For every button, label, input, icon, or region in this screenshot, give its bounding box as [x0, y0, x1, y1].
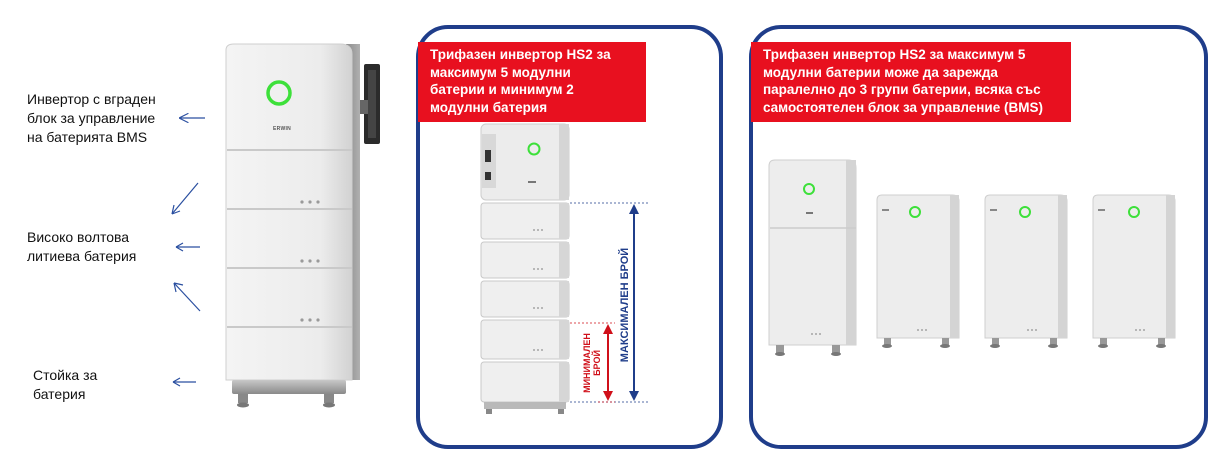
- hybrid-system-large: [225, 43, 380, 408]
- min-count-indicator: [570, 322, 615, 403]
- banner-single-group: Трифазен инвертор HS2 за максимум 5 моду…: [418, 42, 646, 122]
- label-inverter: Инвертор с вграден блок за управление на…: [27, 91, 156, 145]
- status-ring-icon: [1128, 206, 1140, 218]
- battery-group-3: [1092, 194, 1176, 348]
- arrow-battery-up: [171, 182, 199, 215]
- banner-parallel-groups: Трифазен инвертор HS2 за максимум 5 моду…: [751, 42, 1071, 122]
- battery-group-1: [876, 194, 960, 348]
- arrow-battery-down: [173, 282, 201, 312]
- inverter-unit: [768, 159, 857, 356]
- status-ring-icon: [909, 206, 921, 218]
- status-ring-icon: [527, 142, 541, 156]
- status-ring-icon: [1019, 206, 1031, 218]
- battery-group-2: [984, 194, 1068, 348]
- brand-logo: ERWIN: [273, 126, 292, 132]
- hybrid-system-stack: [480, 123, 570, 414]
- status-ring-icon: [266, 80, 292, 106]
- label-stand: Стойка за батерия: [33, 367, 98, 402]
- status-ring-icon: [803, 183, 815, 195]
- label-battery: Високо волтова литиева батерия: [27, 229, 137, 264]
